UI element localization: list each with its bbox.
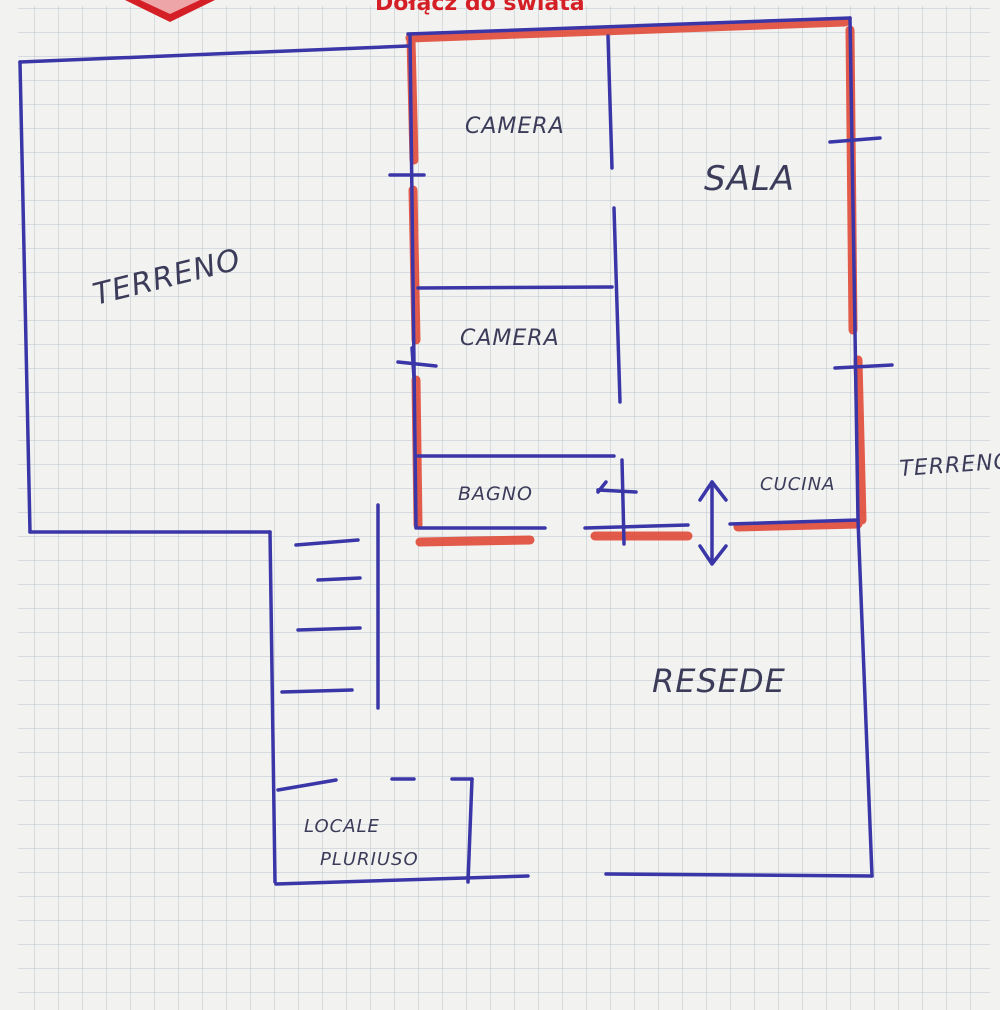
brand-header-text: Dołącz do świata	[375, 0, 585, 16]
room-label-cucina: CUCINA	[760, 474, 835, 495]
walls-blue	[18, 16, 894, 886]
room-label-sala: SALA	[704, 159, 795, 199]
room-label-camera-2: CAMERA	[460, 326, 560, 351]
room-label-bagno: BAGNO	[458, 483, 533, 505]
room-label-locale: LOCALE	[304, 816, 380, 837]
room-label-resede: RESEDE	[652, 662, 786, 700]
brand-header: Dołącz do świata	[125, 0, 585, 22]
room-label-pluriuso: PLURIUSO	[320, 849, 419, 870]
graph-paper-grid	[18, 6, 990, 1010]
room-label-camera-1: CAMERA	[465, 114, 565, 139]
